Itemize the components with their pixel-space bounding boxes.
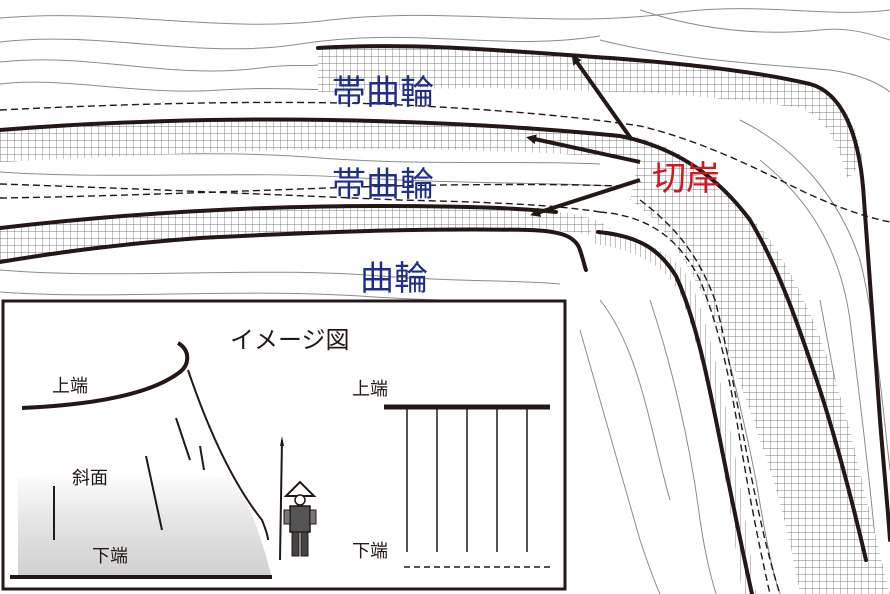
- slope-hatching: [0, 44, 890, 594]
- label-section-top: 上端: [352, 379, 388, 400]
- slope-illustration: [10, 341, 272, 579]
- label-slope-top: 上端: [52, 376, 88, 397]
- inset-panel: イメージ図 上端 斜面 下端: [1, 299, 567, 591]
- inset-title: イメージ図: [230, 326, 350, 354]
- label-enclosure: 曲輪: [360, 259, 428, 299]
- label-scarp: 切岸: [652, 159, 720, 199]
- scarp-arrows: [526, 54, 641, 217]
- edge-lines: [0, 44, 890, 594]
- dashed-edges: [0, 101, 890, 594]
- label-terrace-middle: 帯曲輪: [332, 165, 434, 205]
- cross-section: [384, 404, 552, 568]
- label-slope-bottom: 下端: [92, 546, 128, 567]
- label-section-bottom: 下端: [352, 541, 388, 562]
- label-slope-face: 斜面: [72, 468, 108, 489]
- label-terrace-upper: 帯曲輪: [332, 73, 434, 113]
- soldier-figure: [279, 436, 317, 561]
